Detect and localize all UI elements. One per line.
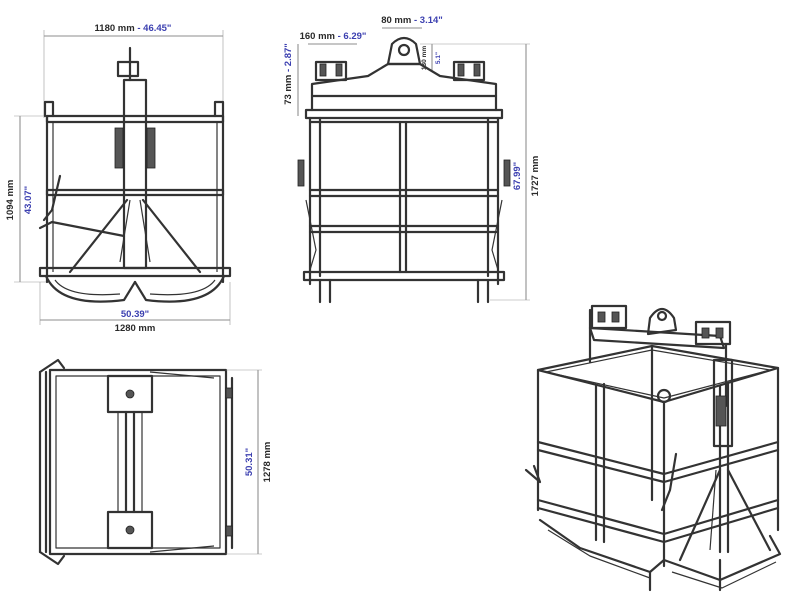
- side-left-sep: -: [283, 66, 294, 74]
- side-clamp-dimension: 160 mm - 6.29": [300, 31, 367, 45]
- front-height-dimension: 1094 mm 43.07": [5, 115, 50, 283]
- top-view: 50.31" 1278 mm: [38, 358, 273, 566]
- front-top-dimension: 1180 mm - 46.45": [43, 23, 224, 118]
- side-view: 160 mm - 6.29" 80 mm - 3.14" 130 mm 5.1"…: [283, 15, 541, 304]
- front-view: 1180 mm - 46.45" 1094 mm 43.07": [5, 23, 232, 334]
- side-eye-sep: -: [411, 15, 419, 26]
- front-bottom-in-label: 50.39": [121, 309, 149, 320]
- front-top-mm-label: 1180 mm: [95, 23, 135, 34]
- side-eye-in-label: 3.14": [420, 15, 443, 26]
- side-right-mm-label: 1727 mm: [530, 156, 541, 197]
- side-left-dimension: 73 mm - 2.87": [283, 43, 299, 116]
- side-small-dimension: 130 mm 5.1": [421, 44, 442, 72]
- side-small-in-label: 5.1": [435, 52, 442, 64]
- side-lifting-beam: [310, 36, 498, 112]
- side-right-in-label: 67.99": [512, 162, 523, 190]
- front-frame: [38, 46, 232, 303]
- top-right-mm-label: 1278 mm: [262, 442, 273, 483]
- side-left-in-label: 2.87": [283, 43, 294, 66]
- side-clamp-sep: -: [335, 31, 343, 42]
- isometric-view: [524, 304, 782, 592]
- side-small-mm-label: 130 mm: [421, 46, 428, 70]
- iso-cage: [524, 344, 782, 592]
- front-height-in-label: 43.07": [23, 186, 34, 214]
- front-bottom-dimension: 50.39" 1280 mm: [39, 282, 231, 334]
- front-bottom-mm-label: 1280 mm: [115, 323, 156, 334]
- front-top-sep: -: [135, 23, 143, 34]
- side-clamp-mm-label: 160 mm: [300, 31, 335, 42]
- top-right-dimension: 50.31" 1278 mm: [226, 369, 273, 555]
- side-eye-mm-label: 80 mm: [381, 15, 411, 26]
- side-cage: [297, 108, 511, 304]
- side-left-mm-label: 73 mm: [283, 75, 294, 105]
- side-clamp-in-label: 6.29": [343, 31, 366, 42]
- svg-text:160 mm - 6.29": 160 mm - 6.29": [300, 31, 367, 42]
- top-right-in-label: 50.31": [244, 448, 255, 476]
- front-top-in-label: 46.45": [143, 23, 171, 34]
- top-cage: [38, 358, 234, 566]
- svg-text:73 mm - 2.87": 73 mm - 2.87": [283, 43, 294, 105]
- svg-text:1180 mm - 46.45": 1180 mm - 46.45": [95, 23, 172, 34]
- side-eye-dimension: 80 mm - 3.14": [381, 15, 443, 29]
- front-height-mm-label: 1094 mm: [5, 180, 16, 221]
- iso-lifting-beam: [588, 304, 732, 408]
- svg-text:80 mm - 3.14": 80 mm - 3.14": [381, 15, 443, 26]
- side-right-dimension: 67.99" 1727 mm: [420, 43, 541, 301]
